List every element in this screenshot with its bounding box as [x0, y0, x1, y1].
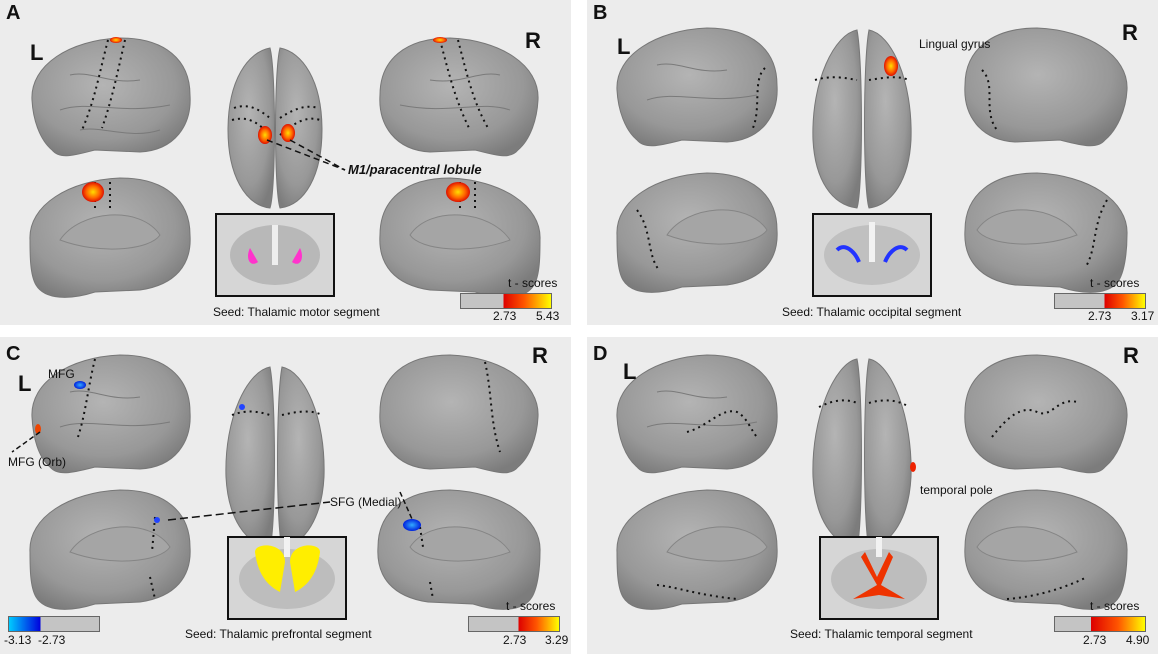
right-hemisphere-label: R	[1122, 20, 1138, 45]
colorbar-title: t - scores	[508, 276, 558, 290]
colorbar-tick-min: 2.73	[1088, 309, 1112, 323]
negative-colorbar-tick-min: -3.13	[4, 633, 32, 647]
seed-image-motor	[215, 213, 335, 297]
seed-label: Seed: Thalamic motor segment	[213, 305, 380, 319]
brain-lateral-left	[11, 354, 191, 474]
brain-dorsal	[227, 47, 346, 209]
panel-letter: C	[6, 343, 21, 365]
panel-letter: B	[593, 2, 608, 24]
panel-a-brains	[29, 37, 541, 298]
right-hemisphere-label: R	[525, 28, 541, 53]
brain-medial-right	[377, 489, 541, 610]
colorbar-tick-max: 4.90	[1126, 633, 1150, 647]
right-hemisphere-label: R	[1123, 343, 1139, 368]
region-label: M1/paracentral lobule	[348, 162, 482, 177]
colorbar	[468, 616, 560, 632]
panel-a: A L R M1/paracentral lobule Seed: Thalam…	[0, 0, 571, 325]
seed-image-occipital	[812, 213, 932, 297]
brain-lateral-left	[616, 354, 778, 474]
brain-ventral	[812, 29, 912, 209]
region-label: temporal pole	[920, 483, 993, 497]
colorbar-tick-min: 2.73	[493, 309, 517, 323]
right-hemisphere-label: R	[532, 343, 548, 368]
brain-medial-left	[616, 172, 778, 293]
brain-lateral-left	[616, 27, 778, 147]
brain-lateral-right	[379, 37, 539, 157]
brain-medial-right	[379, 177, 541, 298]
colorbar-tick-min: 2.73	[1083, 633, 1107, 647]
colorbar-title: t - scores	[506, 599, 556, 613]
panel-d-brains	[616, 354, 1128, 620]
seed-label: Seed: Thalamic prefrontal segment	[185, 627, 372, 641]
brain-lateral-right	[964, 354, 1128, 474]
left-hemisphere-label: L	[617, 34, 631, 59]
colorbar-tick-min: 2.73	[503, 633, 527, 647]
colorbar-title: t - scores	[1090, 599, 1140, 613]
brain-medial-right	[964, 172, 1128, 293]
region-label-mfg-orb: MFG (Orb)	[8, 455, 66, 469]
region-label: Lingual gyrus	[919, 37, 991, 51]
brain-medial-left	[29, 489, 331, 610]
region-label-sfg-medial: SFG (Medial)	[330, 495, 402, 509]
left-hemisphere-label: L	[30, 40, 44, 65]
brain-medial-left	[29, 177, 191, 298]
seed-image-temporal	[819, 536, 939, 620]
colorbar	[1054, 616, 1146, 632]
negative-colorbar-tick-max: -2.73	[38, 633, 66, 647]
panel-d: D L R temporal pole Seed: Thalamic tempo…	[587, 337, 1158, 654]
panel-b-brains	[616, 27, 1128, 297]
panel-c-brains	[11, 354, 541, 620]
negative-colorbar	[8, 616, 100, 632]
panel-b: B L R Lingual gyrus Seed: Thalamic occip…	[587, 0, 1158, 325]
colorbar-tick-max: 3.29	[545, 633, 569, 647]
region-label-mfg: MFG	[48, 367, 75, 381]
colorbar-title: t - scores	[1090, 276, 1140, 290]
brain-dorsal	[225, 366, 325, 548]
brain-lateral-right	[379, 354, 539, 474]
panel-letter: D	[593, 343, 608, 365]
colorbar-tick-max: 5.43	[536, 309, 560, 323]
seed-label: Seed: Thalamic temporal segment	[790, 627, 973, 641]
panel-letter: A	[6, 2, 21, 24]
seed-label: Seed: Thalamic occipital segment	[782, 305, 962, 319]
colorbar	[1054, 293, 1146, 309]
brain-lateral-left	[31, 37, 191, 157]
panel-c: C L R MFG MFG (Orb) SFG (Medial) Seed: T…	[0, 337, 571, 654]
brain-medial-right	[964, 489, 1128, 610]
brain-lateral-right	[964, 27, 1128, 147]
brain-medial-left	[616, 489, 778, 610]
colorbar-tick-max: 3.17	[1131, 309, 1155, 323]
brain-ventral	[812, 358, 916, 548]
colorbar	[460, 293, 552, 309]
left-hemisphere-label: L	[18, 371, 32, 396]
seed-image-prefrontal	[227, 536, 347, 620]
left-hemisphere-label: L	[623, 359, 637, 384]
